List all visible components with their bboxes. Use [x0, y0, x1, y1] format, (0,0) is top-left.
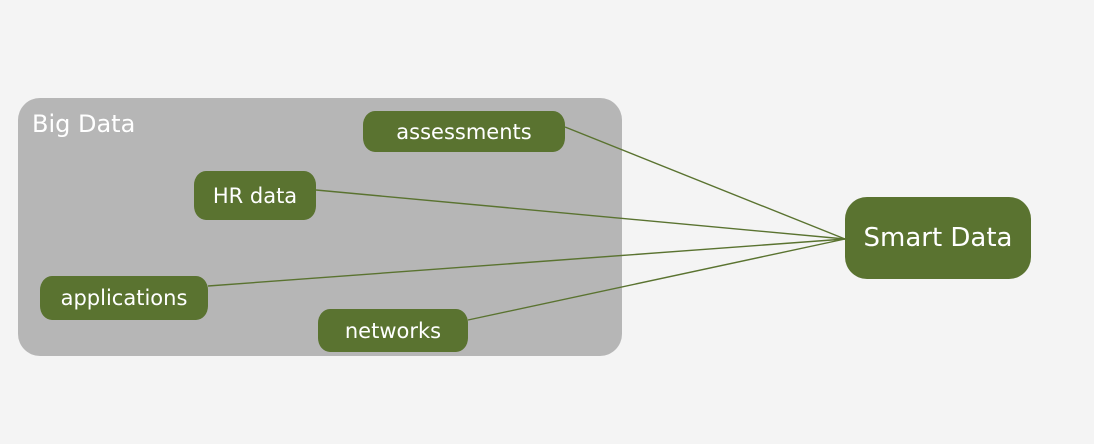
edge-assessments-smart-data [564, 126, 846, 240]
node-assessments: assessments [363, 111, 565, 152]
edge-applications-smart-data [207, 238, 846, 287]
node-smart-data: Smart Data [845, 197, 1031, 279]
node-applications: applications [40, 276, 208, 320]
big-data-group-label: Big Data [32, 110, 136, 138]
node-networks: networks [318, 309, 468, 352]
node-assessments-label: assessments [396, 119, 532, 144]
node-hr-data: HR data [194, 171, 316, 220]
node-smart-data-label: Smart Data [863, 223, 1013, 253]
node-networks-label: networks [344, 318, 442, 343]
node-applications-label: applications [60, 286, 188, 310]
node-hr-data-label: HR data [212, 183, 298, 208]
edge-hr-data-smart-data [315, 189, 846, 240]
edge-networks-smart-data [467, 238, 846, 321]
